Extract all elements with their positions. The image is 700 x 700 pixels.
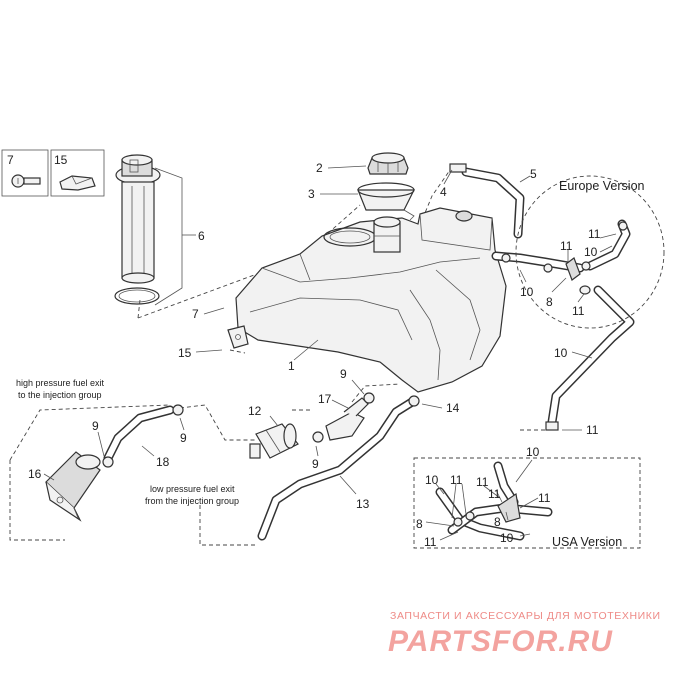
clamp (465, 511, 475, 521)
callout-11-usa-b: 11 (476, 475, 489, 489)
valve-8-europe (565, 257, 581, 281)
callout-10-drain: 10 (554, 346, 568, 360)
watermark-tagline: ЗАПЧАСТИ И АКСЕССУАРЫ ДЛЯ МОТОТЕХНИКИ (390, 610, 661, 622)
callout-9-hose: 9 (180, 431, 187, 445)
callout-10-usa-c: 10 (500, 531, 514, 545)
clamp (172, 404, 184, 416)
europe-version-outline (515, 175, 665, 329)
fuel-pump-assembly (114, 154, 161, 305)
callout-9-connector: 9 (340, 367, 347, 381)
callout-9-pump: 9 (92, 419, 99, 433)
callout-10-usa-b: 10 (526, 445, 540, 459)
callout-13: 13 (356, 497, 370, 511)
clamp (618, 221, 628, 231)
callout-7-box: 7 (7, 153, 14, 167)
callout-17: 17 (318, 392, 332, 406)
usa-version-outline (413, 457, 641, 549)
clamp (543, 263, 553, 273)
clamp (102, 456, 114, 468)
watermark-brand: PARTSFOR.RU (388, 625, 613, 658)
callout-8-usa-a: 8 (416, 517, 423, 531)
high-pressure-label-2: to the injection group (18, 390, 102, 400)
callout-10-eu-a: 10 (584, 245, 598, 259)
callout-9-filter: 9 (312, 457, 319, 471)
hose-connector (325, 397, 369, 441)
usa-version-label: USA Version (552, 535, 622, 549)
high-pressure-label-1: high pressure fuel exit (16, 378, 105, 388)
callout-4: 4 (440, 185, 447, 199)
callout-8-eu: 8 (546, 295, 553, 309)
clamp (363, 392, 375, 404)
callout-11-usa-a: 11 (450, 473, 463, 487)
callout-11-usa-c: 11 (488, 487, 501, 501)
drain-clamp (545, 421, 559, 431)
callout-11-usa-d: 11 (538, 491, 551, 505)
clamp (312, 431, 324, 443)
clamp (581, 261, 591, 271)
europe-version-label: Europe Version (559, 179, 645, 193)
callout-11-drain: 11 (586, 423, 599, 437)
callout-15-box: 15 (54, 153, 68, 167)
callout-16: 16 (28, 467, 42, 481)
fuel-filter (249, 423, 299, 459)
callout-5: 5 (530, 167, 537, 181)
leader-lines (43, 165, 617, 541)
assembly-guides (9, 169, 545, 546)
clamp (501, 253, 511, 263)
callout-18: 18 (156, 455, 170, 469)
callout-11-usa-e: 11 (424, 535, 437, 549)
filler-neck (373, 216, 401, 253)
pump-bracket-line (154, 167, 183, 306)
low-pressure-label-1: low pressure fuel exit (150, 484, 235, 494)
part-box-screw (1, 149, 49, 197)
callout-11-eu-a: 11 (588, 227, 601, 241)
callout-6: 6 (198, 229, 205, 243)
clamp (579, 285, 591, 295)
filler-ring (357, 182, 415, 221)
callout-11-eu-b: 11 (560, 239, 573, 253)
callout-12: 12 (248, 404, 262, 418)
low-pressure-label-2: from the injection group (145, 496, 239, 506)
clamp (453, 517, 463, 527)
callout-10-usa-a: 10 (425, 473, 439, 487)
callout-1: 1 (288, 359, 295, 373)
callout-3: 3 (308, 187, 315, 201)
callout-10-eu-b: 10 (520, 285, 534, 299)
vent-fitting (449, 163, 467, 173)
part-box-clip (50, 149, 105, 197)
fuel-cap (367, 152, 409, 175)
callout-2: 2 (316, 161, 323, 175)
callout-15: 15 (178, 346, 192, 360)
callout-14: 14 (446, 401, 460, 415)
clamp-14 (408, 395, 420, 407)
callout-8-usa-b: 8 (494, 515, 501, 529)
valve-8-usa (497, 492, 521, 523)
fuel-tank (227, 207, 507, 393)
callout-11-eu-c: 11 (572, 304, 585, 318)
callout-7: 7 (192, 307, 199, 321)
fuel-pump (45, 451, 101, 522)
